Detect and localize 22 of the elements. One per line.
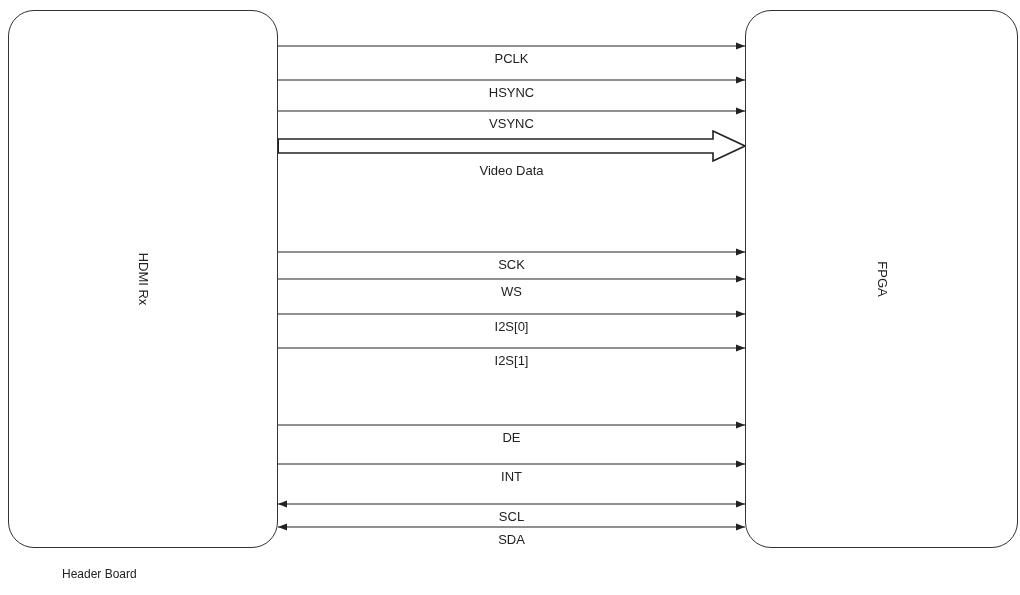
arrow xyxy=(277,107,746,115)
signal-label: SDA xyxy=(495,533,528,547)
signal-label: SCK xyxy=(495,258,528,272)
signal-label: VSYNC xyxy=(486,117,537,131)
signal-label: WS xyxy=(498,285,525,299)
arrow xyxy=(277,76,746,84)
double-arrow xyxy=(277,523,746,531)
arrow xyxy=(277,310,746,318)
bus-arrow xyxy=(278,130,746,162)
block-label: HDMI Rx xyxy=(135,252,151,306)
block-box xyxy=(745,10,1018,548)
arrow xyxy=(277,421,746,429)
arrow xyxy=(277,275,746,283)
double-arrow xyxy=(277,500,746,508)
block-box xyxy=(8,10,278,548)
signal-label: Video Data xyxy=(476,164,547,178)
arrow xyxy=(277,344,746,352)
board-label: Header Board xyxy=(62,567,137,581)
arrow xyxy=(277,460,746,468)
arrow xyxy=(277,42,746,50)
block-label: FPGA xyxy=(874,261,889,297)
arrow xyxy=(277,248,746,256)
